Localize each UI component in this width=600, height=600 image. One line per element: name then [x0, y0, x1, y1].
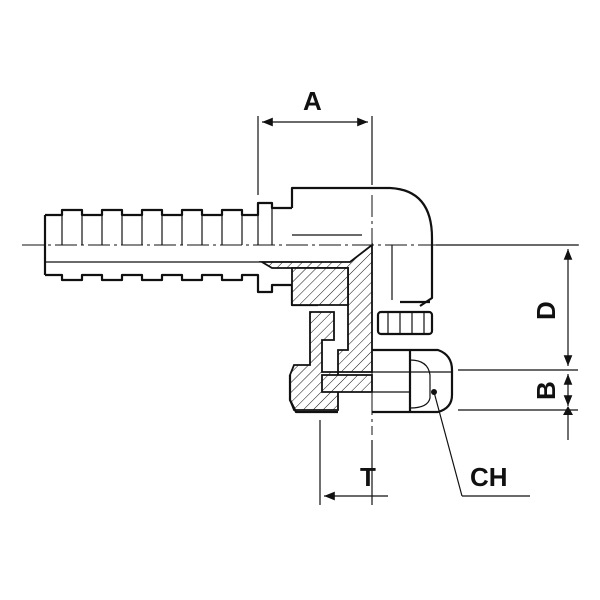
label-t: T: [360, 462, 376, 492]
dimension-t: T: [319, 420, 388, 505]
hose-tail: [43, 201, 292, 275]
nut-thread-hatch: [321, 374, 373, 393]
hex-nut: [372, 348, 454, 414]
label-d: D: [531, 301, 561, 320]
label-ch: CH: [470, 462, 508, 492]
hose-tail-lower: [45, 261, 292, 294]
dimension-d: D: [436, 244, 578, 371]
dimension-ch: CH: [433, 391, 530, 497]
nut-section-left: [289, 311, 339, 411]
label-a: A: [303, 86, 322, 116]
label-b: B: [531, 381, 561, 400]
dimension-b: B: [458, 374, 578, 440]
collar-ring: [376, 300, 434, 336]
dimension-a: A: [257, 86, 373, 195]
nut-outline: [288, 375, 338, 414]
elbow-wall-hatch: [291, 267, 349, 306]
